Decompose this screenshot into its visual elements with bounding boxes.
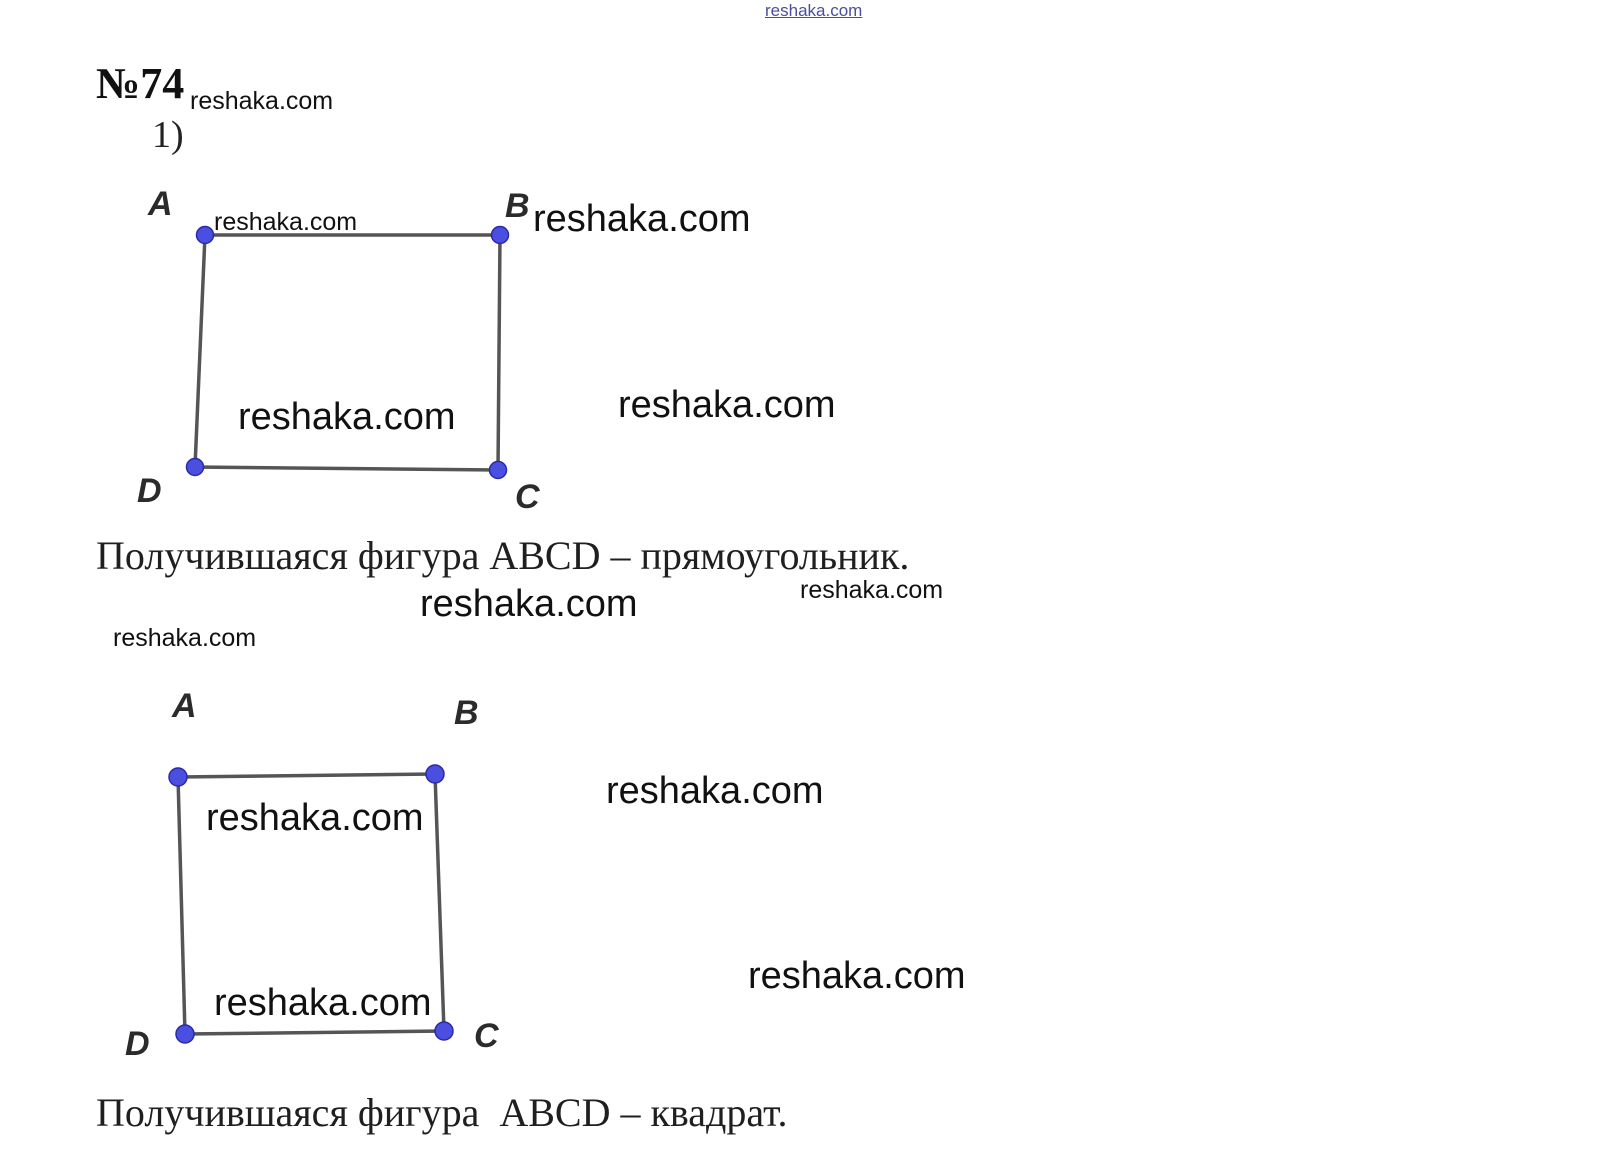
vertex-a-point [195,225,215,245]
vertex-label-b: B [454,694,479,732]
watermark: reshaka.com [206,797,424,839]
vertex-label-a: A [171,687,197,725]
vertex-b-point [490,225,510,245]
part-label: 1) [152,114,184,156]
watermark: reshaka.com [748,955,966,997]
vertex-c-point [434,1021,454,1041]
vertex-label-b: B [505,187,530,225]
vertex-label-c: C [515,478,540,516]
watermark: reshaka.com [214,982,432,1024]
conclusion-rectangle: Получившаяся фигура ABCD – прямоугольник… [96,533,910,578]
vertex-label-d: D [125,1025,150,1063]
watermark: reshaka.com [113,624,257,652]
header-watermark-link[interactable]: reshaka.com [765,1,863,20]
conclusion-square: Получившаяся фигура ABCD – квадрат. [96,1090,788,1135]
vertex-label-d: D [137,472,162,510]
watermark: reshaka.com [800,576,944,604]
vertex-b-point [425,764,445,784]
vertex-a-point [168,767,188,787]
watermark: reshaka.com [606,770,824,812]
watermark: reshaka.com [238,396,456,438]
problem-number: №74 [96,59,185,108]
vertex-d-point [185,457,205,477]
vertex-label-a: A [147,185,173,223]
watermark: reshaka.com [533,198,751,240]
watermark: reshaka.com [618,384,836,426]
watermark: reshaka.com [190,87,334,115]
vertex-d-point [175,1024,195,1044]
watermark: reshaka.com [214,208,358,236]
vertex-c-point [488,460,508,480]
vertex-label-c: C [474,1017,499,1055]
watermark: reshaka.com [420,583,638,625]
